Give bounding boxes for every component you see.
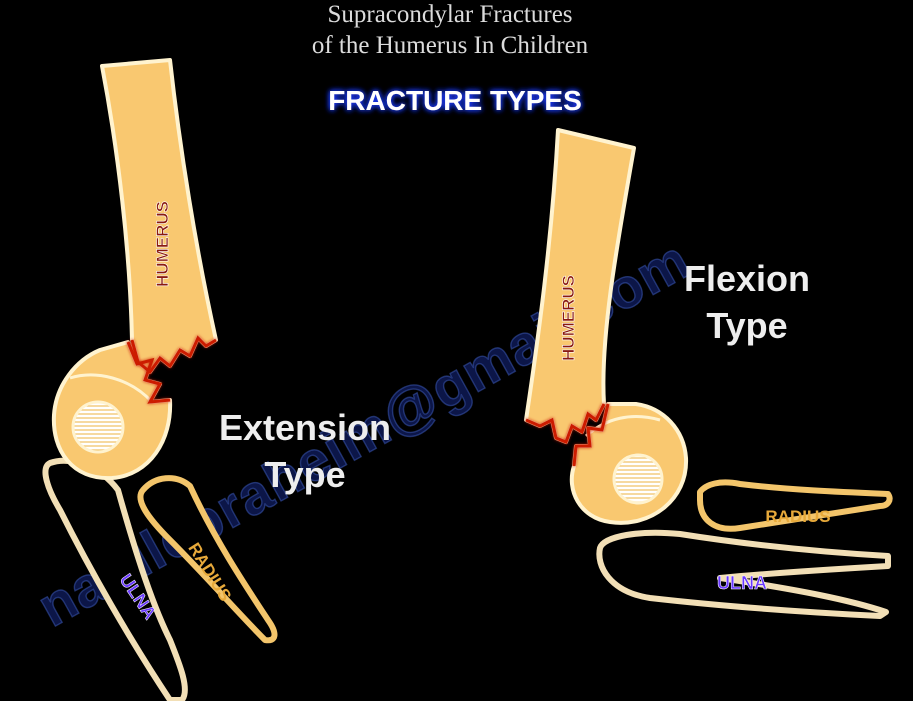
extension-fracture-line-top <box>130 335 217 375</box>
extension-fracture-line-bottom <box>126 341 171 404</box>
extension-type-line1: Extension <box>219 407 391 448</box>
extension-radius-bone <box>137 475 278 644</box>
extension-capitellum-line <box>69 373 154 404</box>
extension-type-diagram: HUMERUS RADIUS ULNA Extension Type <box>42 58 391 701</box>
extension-type-line2: Type <box>264 454 345 495</box>
flexion-fracture-line-top <box>525 403 606 444</box>
flexion-humerus-label: HUMERUS <box>559 275 578 361</box>
extension-ulna-bone <box>42 457 188 701</box>
flexion-type-line1: Flexion <box>684 258 810 299</box>
title-line2: of the Humerus In Children <box>312 32 589 59</box>
flexion-type-diagram: HUMERUS RADIUS ULNA Flexion Type <box>524 128 893 619</box>
flexion-radius-bone <box>697 479 893 532</box>
subtitle-fracture-types: FRACTURE TYPES <box>328 85 582 116</box>
flexion-ulna-bone <box>596 529 891 619</box>
flexion-trochlea-hatch <box>612 453 664 505</box>
extension-humerus-label: HUMERUS <box>153 201 172 287</box>
flexion-capitellum-line <box>584 415 661 438</box>
flexion-fracture-line-bottom <box>572 403 610 467</box>
flexion-radius-label: RADIUS <box>765 507 830 526</box>
title-line1: Supracondylar Fractures <box>327 1 572 28</box>
extension-trochlea-hatch <box>71 400 125 454</box>
flexion-ulna-label: ULNA <box>717 573 767 593</box>
flexion-type-line2: Type <box>706 305 787 346</box>
